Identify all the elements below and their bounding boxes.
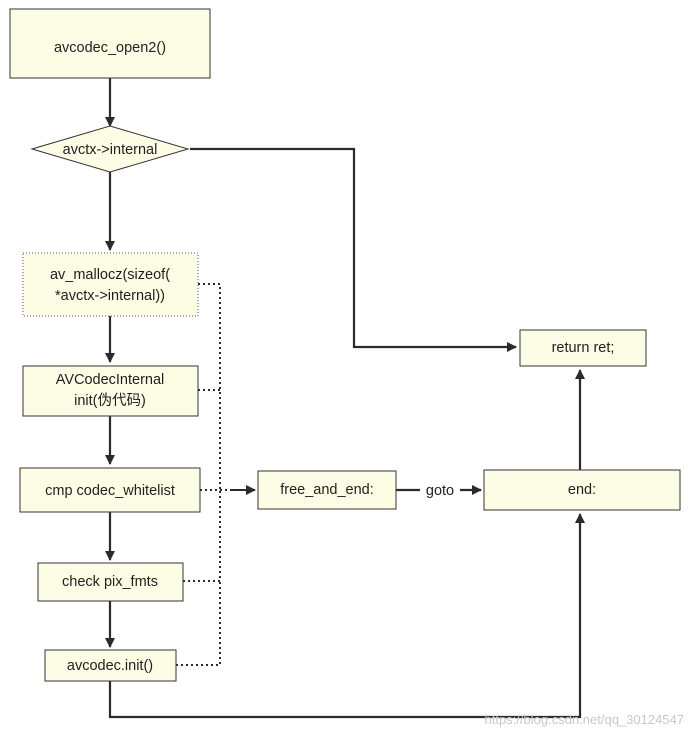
node-avcodec-internal-line1: AVCodecInternal [56, 372, 165, 388]
edge-malloc-fail [198, 283, 221, 490]
node-av-mallocz: av_mallocz(sizeof( *avctx->internal)) [22, 252, 199, 317]
node-avcodec-open2: avcodec_open2() [9, 8, 211, 79]
edge-goto-label: goto [426, 483, 454, 499]
node-end: end: [483, 469, 681, 511]
edge-pixfmts-fail [183, 490, 221, 582]
node-cmp-codec-whitelist: cmp codec_whitelist [19, 467, 201, 513]
edge-codecinit-to-end [108, 513, 585, 719]
node-check-pix-fmts-label: check pix_fmts [62, 574, 158, 590]
node-internal-decision: avctx->internal [30, 125, 190, 173]
node-free-and-end-label: free_and_end: [280, 482, 374, 498]
dotted-edges [176, 283, 232, 666]
node-return-ret: return ret; [519, 329, 647, 367]
node-check-pix-fmts: check pix_fmts [37, 562, 184, 602]
node-avcodec-internal-init: AVCodecInternal init(伪代码) [22, 365, 199, 417]
node-avcodec-internal-line2: init(伪代码) [74, 392, 146, 409]
node-av-mallocz-line1: av_mallocz(sizeof( [50, 267, 170, 283]
edge-codecinit-fail [176, 581, 221, 666]
node-return-ret-label: return ret; [552, 340, 615, 356]
watermark-text: https://blog.csdn.net/qq_30124547 [485, 712, 685, 727]
node-internal-decision-label: avctx->internal [63, 142, 158, 158]
edge-decision-to-return [190, 147, 517, 352]
node-avcodec-init: avcodec.init() [44, 649, 177, 682]
node-free-and-end: free_and_end: [257, 470, 397, 510]
node-av-mallocz-line2: *avctx->internal)) [55, 288, 165, 304]
node-avcodec-open2-label: avcodec_open2() [54, 40, 166, 56]
node-avcodec-init-label: avcodec.init() [67, 658, 153, 674]
node-cmp-codec-whitelist-label: cmp codec_whitelist [45, 483, 175, 499]
solid-edges [105, 78, 585, 719]
node-end-label: end: [568, 482, 596, 498]
